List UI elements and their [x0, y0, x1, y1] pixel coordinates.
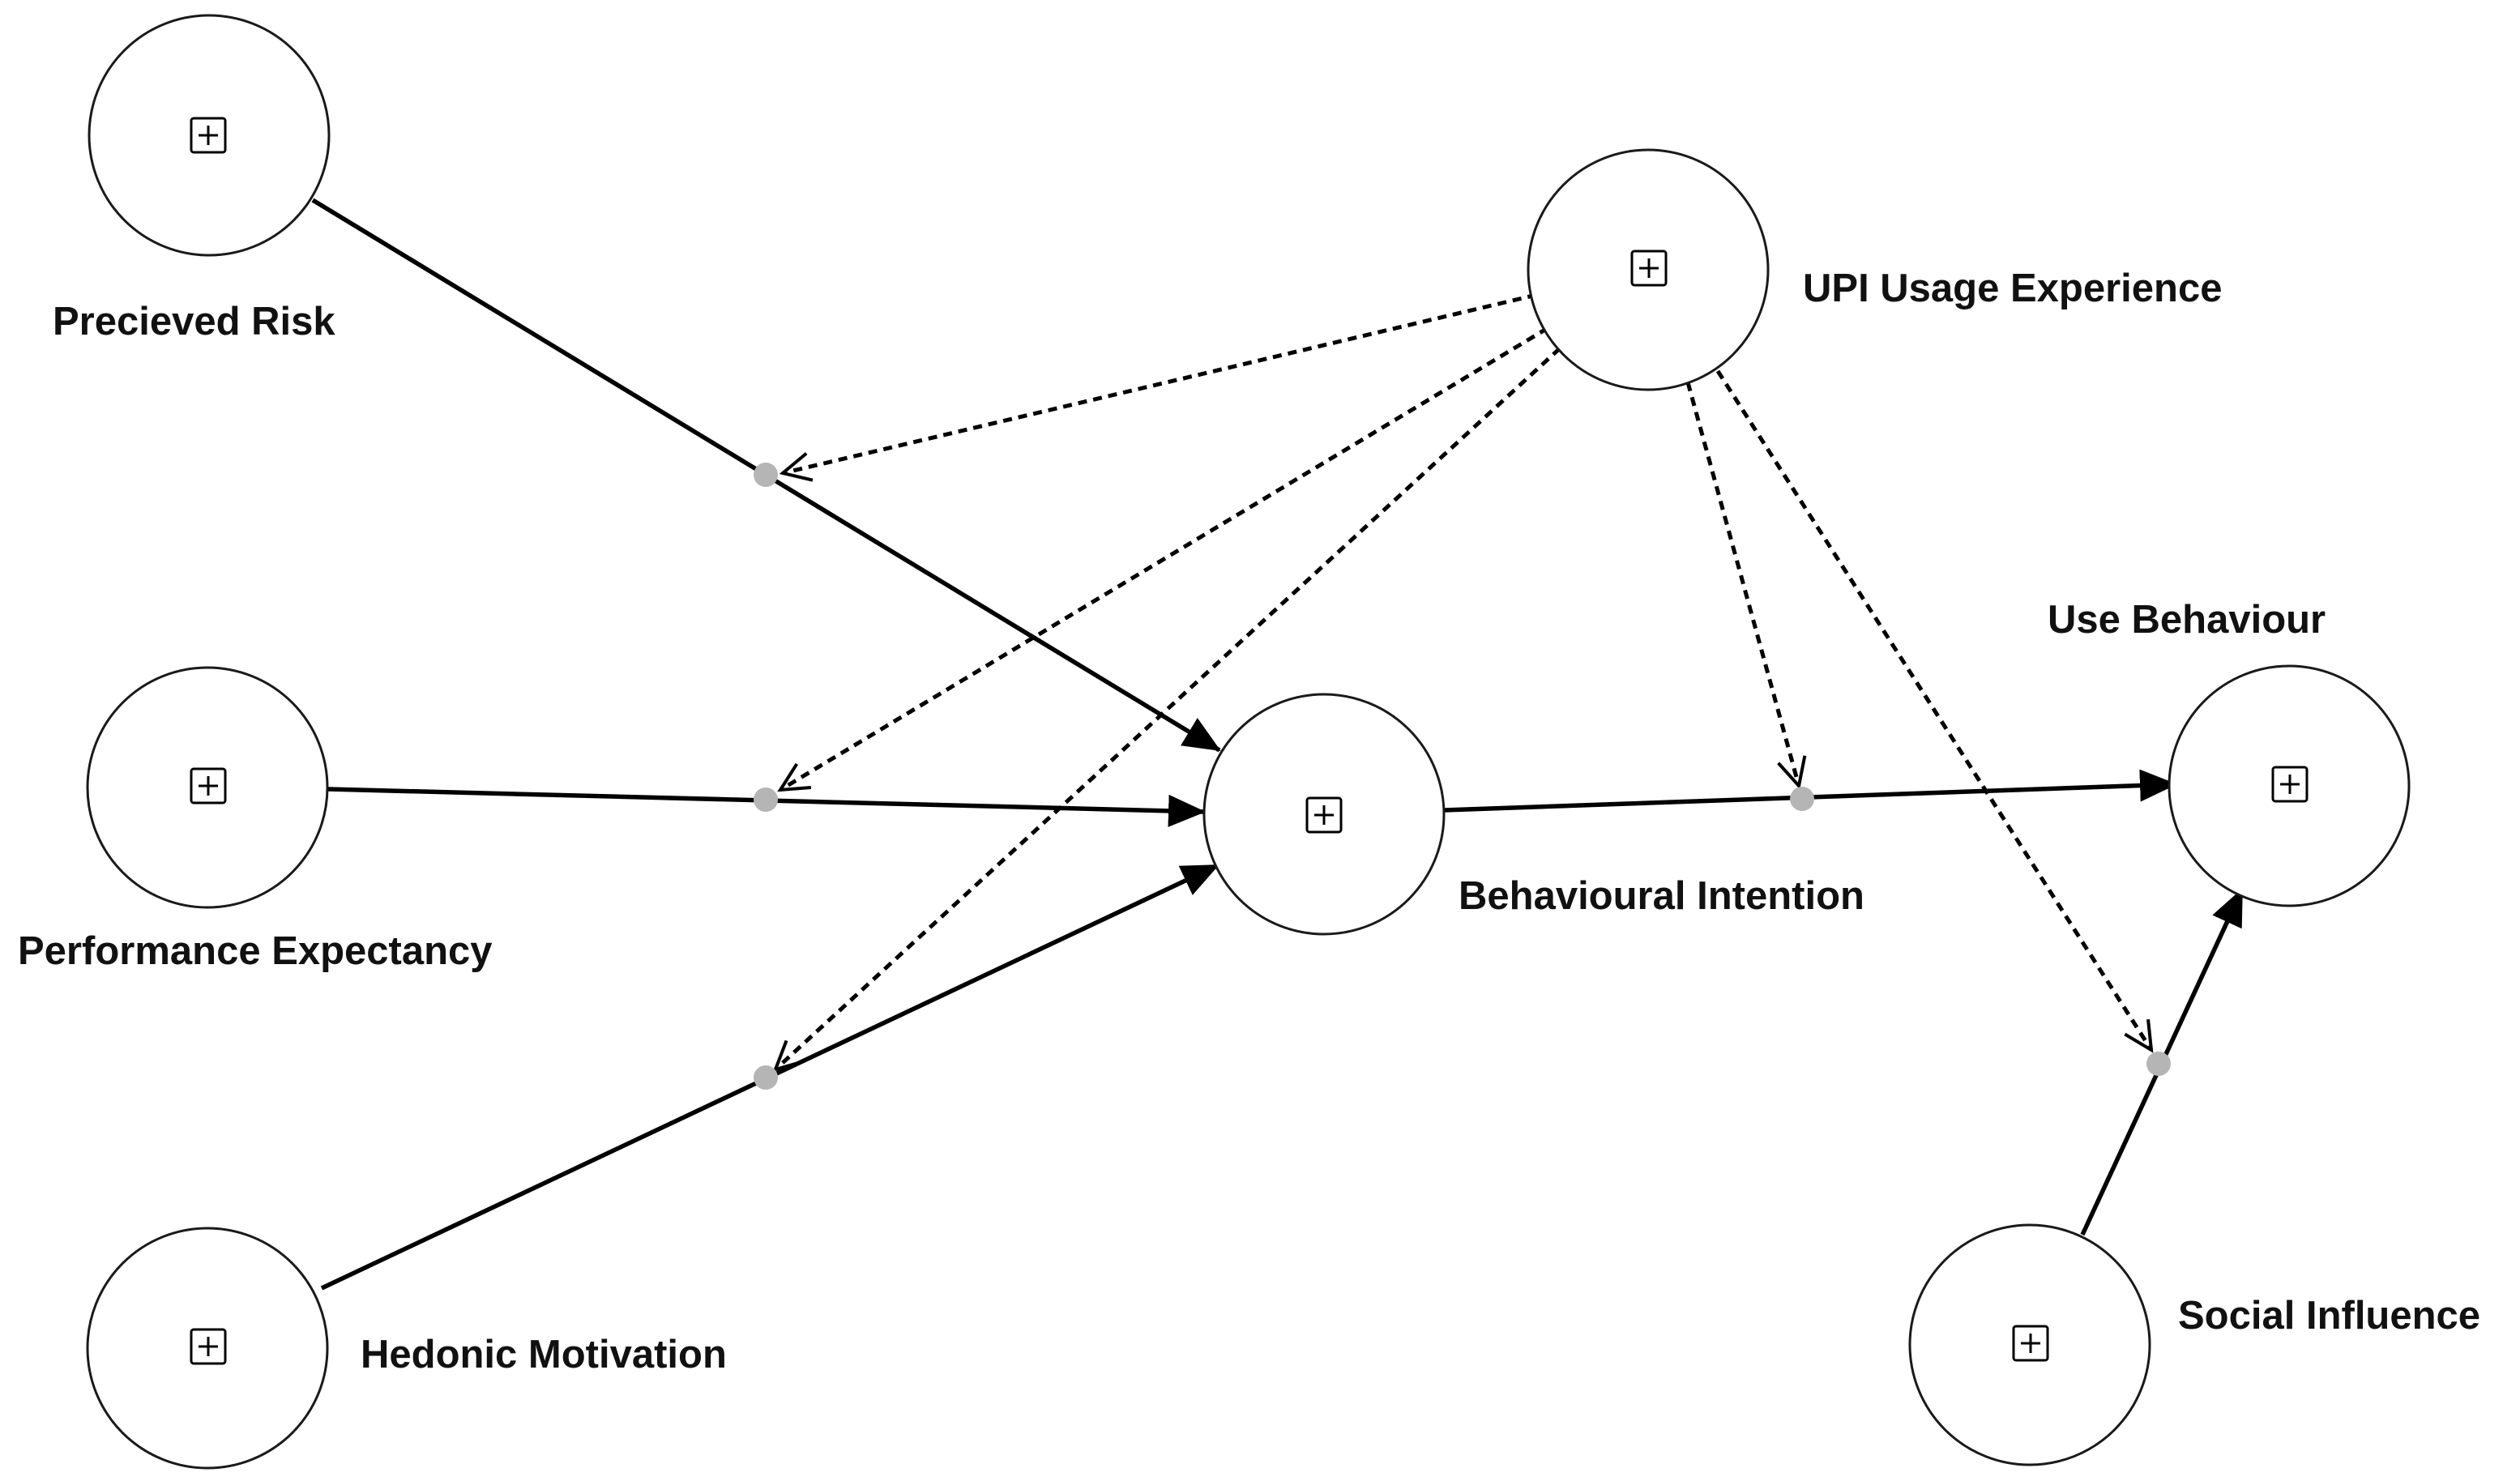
node-hedonic-motivation[interactable] [86, 1227, 329, 1470]
node-behavioural-intention[interactable] [1202, 693, 1446, 936]
node-perceived-risk[interactable] [88, 14, 331, 257]
moderation-on-performance-expectancy-path [780, 326, 1549, 790]
node-label-upi-usage-experience: UPI Usage Experience [1803, 267, 2222, 310]
node-use-behaviour[interactable] [2168, 664, 2411, 907]
node-label-hedonic-motivation: Hedonic Motivation [361, 1333, 727, 1376]
node-label-social-influence: Social Influence [2178, 1294, 2480, 1338]
expand-plus-icon[interactable] [190, 117, 227, 154]
node-label-performance-expectancy: Performance Expectancy [18, 929, 493, 973]
moderation-dot-perceived-risk [754, 463, 778, 487]
moderation-dot-social-influence [2146, 1052, 2171, 1076]
expand-plus-icon[interactable] [1305, 796, 1343, 834]
node-performance-expectancy[interactable] [86, 666, 329, 909]
expand-plus-icon[interactable] [190, 767, 227, 805]
node-label-use-behaviour: Use Behaviour [2048, 598, 2326, 642]
expand-plus-icon[interactable] [190, 1328, 227, 1365]
moderation-on-perceived-risk-path [783, 292, 1537, 473]
expand-plus-icon[interactable] [1630, 250, 1668, 287]
node-label-perceived-risk: Precieved Risk [53, 300, 335, 344]
moderation-on-social-influence-path [1715, 369, 2151, 1050]
expand-plus-icon[interactable] [2012, 1325, 2049, 1362]
node-label-behavioural-intention: Behavioural Intention [1459, 874, 1864, 918]
expand-plus-icon[interactable] [2271, 766, 2309, 803]
moderation-dot-hedonic-motivation [754, 1065, 778, 1090]
node-upi-usage-experience[interactable] [1527, 148, 1770, 391]
node-social-influence[interactable] [1908, 1223, 2151, 1466]
moderation-on-behavioural-intention-path [1685, 382, 1799, 786]
moderation-dot-performance-expectancy [754, 787, 778, 812]
moderation-dot-behavioural-intention [1790, 787, 1814, 811]
moderation-on-hedonic-motivation-path [775, 347, 1561, 1069]
